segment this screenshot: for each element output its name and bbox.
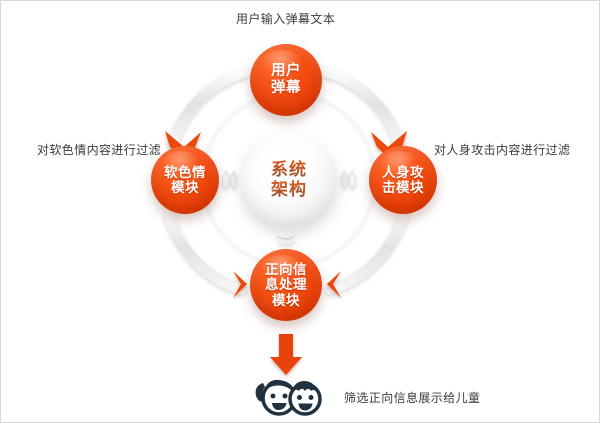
center-connector-right	[341, 170, 356, 190]
caption-soft-porn-filter: 对软色情内容进行过滤	[37, 143, 162, 157]
arrowhead-to-bottom-left	[233, 271, 247, 298]
center-node-line-1: 系统	[271, 159, 307, 179]
node-personal-attack-module-line-1: 人身攻	[382, 164, 424, 180]
node-soft-porn-module-line-1: 软色情	[164, 164, 206, 180]
node-user-danmaku-line-2: 弹幕	[271, 80, 301, 96]
center-node-system-architecture[interactable]: 系统 架构	[241, 132, 337, 228]
node-soft-porn-module-line-2: 模块	[171, 180, 199, 195]
caption-personal-attack-filter: 对人身攻击内容进行过滤	[434, 143, 571, 157]
caption-input-text: 用户输入弹幕文本	[236, 12, 336, 26]
node-positive-info-module[interactable]: 正向信 息处理 模块	[250, 249, 322, 321]
node-soft-porn-module[interactable]: 软色情 模块	[151, 146, 219, 214]
node-personal-attack-module-line-2: 击模块	[382, 180, 424, 195]
center-connector-bottom	[276, 235, 296, 246]
node-personal-attack-module[interactable]: 人身攻 击模块	[369, 146, 437, 214]
node-positive-info-module-line-2: 息处理	[265, 277, 307, 293]
node-user-danmaku[interactable]: 用户 弹幕	[250, 44, 322, 116]
node-positive-info-module-line-1: 正向信	[265, 261, 307, 277]
center-node-line-2: 架构	[271, 180, 307, 199]
node-user-danmaku-line-1: 用户	[271, 63, 301, 80]
caption-show-to-children: 筛选正向信息展示给儿童	[344, 391, 481, 405]
down-arrow-icon	[270, 334, 302, 375]
arrowhead-to-bottom-right	[327, 271, 341, 298]
node-positive-info-module-line-3: 模块	[272, 292, 300, 308]
center-connector-left	[222, 170, 237, 190]
children-faces-icon	[255, 379, 322, 416]
arc-ring	[163, 66, 409, 295]
